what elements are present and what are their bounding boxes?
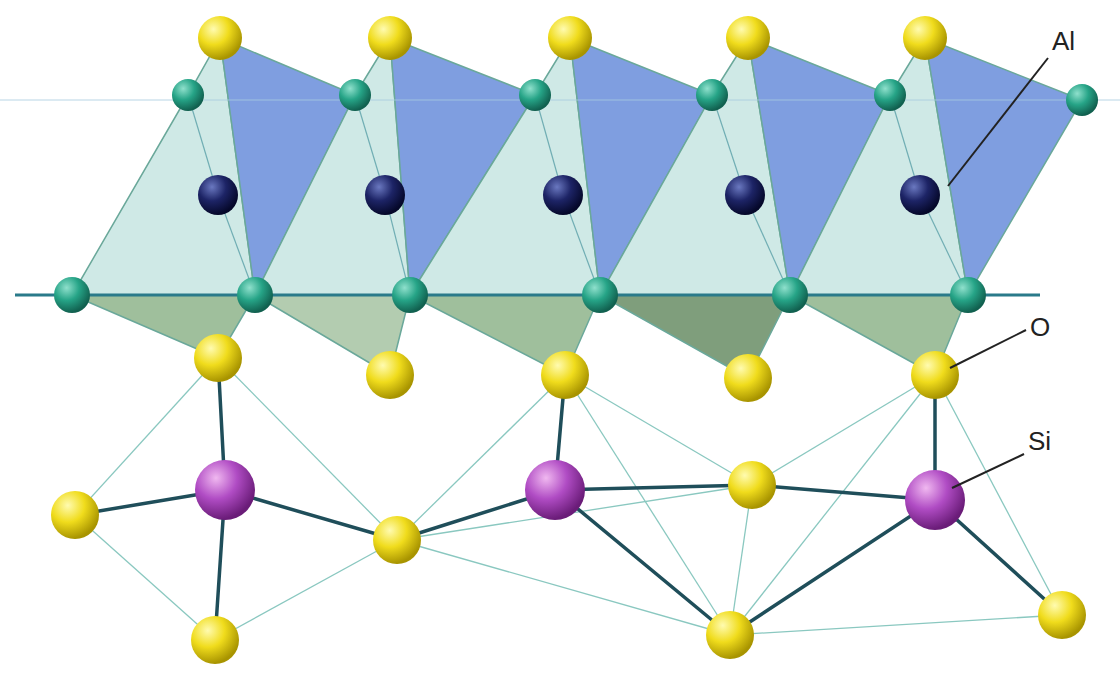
part-label: Si <box>1028 428 1051 454</box>
part-label: O <box>1030 314 1050 340</box>
leader-line <box>948 58 1048 186</box>
leader-line <box>950 330 1026 368</box>
leader-line <box>952 454 1024 488</box>
part-label: Al <box>1052 28 1075 54</box>
